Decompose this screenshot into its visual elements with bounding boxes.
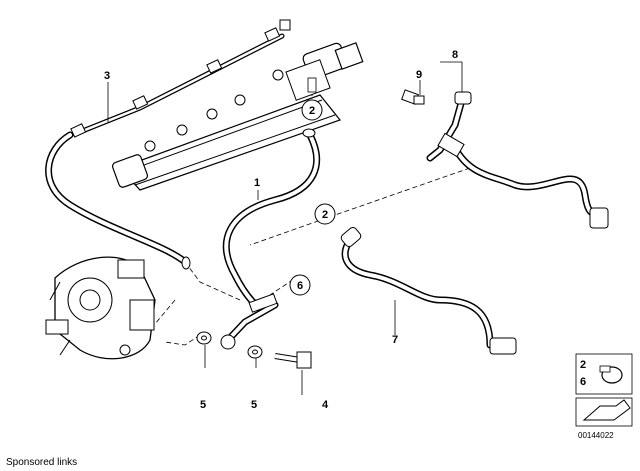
callout-circle-2-top [301,99,323,121]
callout-4: 4 [322,399,329,411]
callout-9: 9 [416,69,422,81]
callout-5-right: 5 [251,399,257,411]
hose-1 [220,128,321,350]
callout-1: 1 [254,177,260,189]
callout-circle-2-mid [314,203,336,225]
return-line-3 [45,19,291,270]
callout-2-mid: 2 [322,209,328,221]
callout-5-left: 5 [200,399,206,411]
callout-7: 7 [392,334,398,346]
hose-7 [340,226,517,355]
legend-num-top: 2 [580,359,586,371]
legend-box: 2 6 00144022 [575,353,633,440]
arrow-icon [582,399,631,421]
legend-part-code: 00144022 [578,431,614,440]
hose-8 [401,89,609,229]
legend-num-bottom: 6 [580,376,586,388]
leader-lines [107,61,463,395]
fuel-rail [111,42,364,191]
parts-diagram: 3 1 5 5 4 7 8 9 2 2 6 2 6 00144022 [45,19,633,440]
high-pressure-pump [45,256,156,360]
callout-8: 8 [452,49,458,61]
callouts: 3 1 5 5 4 7 8 9 2 2 6 [104,49,458,411]
callout-6: 6 [297,280,303,292]
callout-2-top: 2 [309,105,315,117]
sponsored-links-label: Sponsored links [6,457,78,468]
callout-3: 3 [104,70,110,82]
callout-circle-6 [289,274,311,296]
hardware [196,331,312,369]
